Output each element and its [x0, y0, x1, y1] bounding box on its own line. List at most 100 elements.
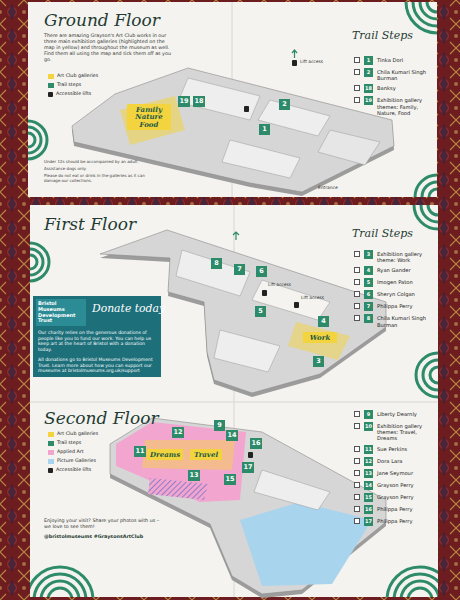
map-label: Lift access — [268, 283, 298, 288]
trail-step: 4Ryan Gander — [364, 266, 373, 275]
trail-step: 17Philippa Perry — [364, 517, 373, 526]
callout-number: 15 — [224, 474, 236, 485]
floor-title: Second Floor — [44, 410, 194, 427]
trail-heading: Trail Steps — [352, 30, 432, 41]
intro-text: There are amazing Grayson's Art Club wor… — [44, 33, 172, 63]
callout-number: 12 — [174, 427, 183, 438]
callout-number: 5 — [255, 306, 266, 317]
picture-galleries-area — [240, 502, 372, 586]
legend-text: Art Club galleries — [57, 432, 98, 437]
artist-name: Exhibition gallery themes: Family, Natur… — [377, 97, 437, 116]
trail-step: 18Banksy — [364, 84, 373, 93]
callout-number: 16 — [250, 438, 262, 449]
legend-text: Accessible lifts — [56, 468, 91, 473]
artist-name: Chila Kumari Singh Burman — [377, 315, 437, 327]
step-number: 18 — [364, 84, 373, 93]
legend-text: Art Club galleries — [57, 74, 98, 79]
visitor-note: Under 12s should be accompanied by an ad… — [44, 160, 154, 165]
artist-name: Chila Kumari Singh Burman — [377, 69, 437, 81]
art-club-gallery: Work — [303, 332, 337, 343]
step-number: 6 — [364, 290, 373, 299]
legend-item: Accessible lifts — [48, 92, 91, 97]
trail-step: 12Dora Lara — [364, 457, 373, 466]
second-floor-plan — [110, 418, 386, 598]
step-number: 13 — [364, 469, 373, 478]
trail-step: 8Chila Kumari Singh Burman — [364, 314, 373, 323]
green-arcs — [28, 2, 437, 197]
trail-step: 2Chila Kumari Singh Burman — [364, 68, 373, 77]
checkbox — [354, 291, 360, 297]
step-number: 15 — [364, 493, 373, 502]
callout-number: 1 — [259, 124, 270, 135]
trail-step: 1Tinka Dori — [364, 56, 373, 65]
social-handle: @bristolmuseums #GraysonsArtClub — [44, 534, 164, 540]
leaflet-sheet — [28, 2, 437, 197]
trail-step: 3Exhibition gallery theme: Work — [364, 250, 373, 259]
art-club-gallery: Dreams — [147, 449, 183, 460]
callout-number: 3 — [313, 356, 324, 367]
lift-icon — [48, 468, 53, 473]
legend-item: Art Club galleries — [48, 74, 98, 79]
checkbox — [354, 506, 360, 512]
callout-number: 4 — [320, 316, 328, 327]
artist-name: Grayson Perry — [377, 482, 437, 488]
step-number: 14 — [364, 481, 373, 490]
callout-number: 14 — [226, 430, 238, 441]
step-number: 4 — [364, 266, 373, 275]
step-number: 1 — [364, 56, 373, 65]
art-club-gallery: Travel — [190, 449, 222, 460]
legend-text: Accessible lifts — [56, 92, 91, 97]
callout-number: 17 — [242, 462, 254, 473]
map-label: Entrance — [318, 186, 358, 191]
callout-number: 8 — [213, 258, 221, 269]
callout-number: 19 — [180, 96, 189, 107]
callout-number: 18 — [195, 96, 204, 107]
gallery-theme: Work — [306, 334, 334, 341]
checkbox — [354, 423, 360, 429]
step-number: 5 — [364, 278, 373, 287]
legend-text: Trail steps — [57, 441, 81, 446]
trail-step: 6Sheryn Colgan — [364, 290, 373, 299]
visitor-note: Please do not eat or drink in the galler… — [44, 174, 154, 184]
checkbox — [354, 267, 360, 273]
lift-icon — [48, 92, 53, 97]
artist-name: Philippa Perry — [377, 303, 437, 309]
floor-title: Ground Floor — [44, 12, 194, 29]
legend-swatch — [48, 74, 54, 79]
callout-number: 7 — [236, 264, 244, 275]
checkbox — [354, 518, 360, 524]
legend-item: Trail steps — [48, 441, 81, 446]
step-number: 9 — [364, 410, 373, 419]
legend-text: Applied Art — [57, 450, 84, 455]
floor-title: First Floor — [44, 216, 194, 233]
trail-heading: Trail Steps — [352, 228, 432, 239]
map-label: Lift access — [301, 296, 331, 301]
artist-name: Philippa Perry — [377, 518, 437, 524]
legend-text: Picture Galleries — [57, 459, 96, 464]
legend-item: Picture Galleries — [48, 459, 96, 464]
checkbox — [354, 470, 360, 476]
trail-step: 16Philippa Perry — [364, 505, 373, 514]
donate-heading: Donate today — [92, 304, 165, 315]
art-club-gallery: Family Nature Food — [127, 104, 171, 130]
gallery-theme: Travel — [193, 451, 219, 458]
callout-number: 6 — [256, 266, 267, 277]
checkbox — [354, 251, 360, 257]
trail-step: 19Exhibition gallery themes: Family, Nat… — [364, 96, 373, 105]
artist-name: Sheryn Colgan — [377, 291, 437, 297]
fold-line — [30, 402, 438, 403]
visitor-note: Assistance dogs only. — [44, 167, 154, 172]
step-number: 2 — [364, 68, 373, 77]
callout-number: 2 — [281, 99, 289, 110]
artist-name: Sue Perkins — [377, 446, 437, 452]
donate-panel: Bristol Museums Development TrustDonate … — [33, 296, 161, 377]
artist-name: Jane Seymour — [377, 470, 437, 476]
step-number: 19 — [364, 96, 373, 105]
legend-swatch — [48, 459, 54, 464]
trail-step: 15Grayson Perry — [364, 493, 373, 502]
legend-swatch — [48, 450, 54, 455]
green-arcs — [30, 205, 438, 597]
callout-number: 6 — [258, 266, 266, 277]
